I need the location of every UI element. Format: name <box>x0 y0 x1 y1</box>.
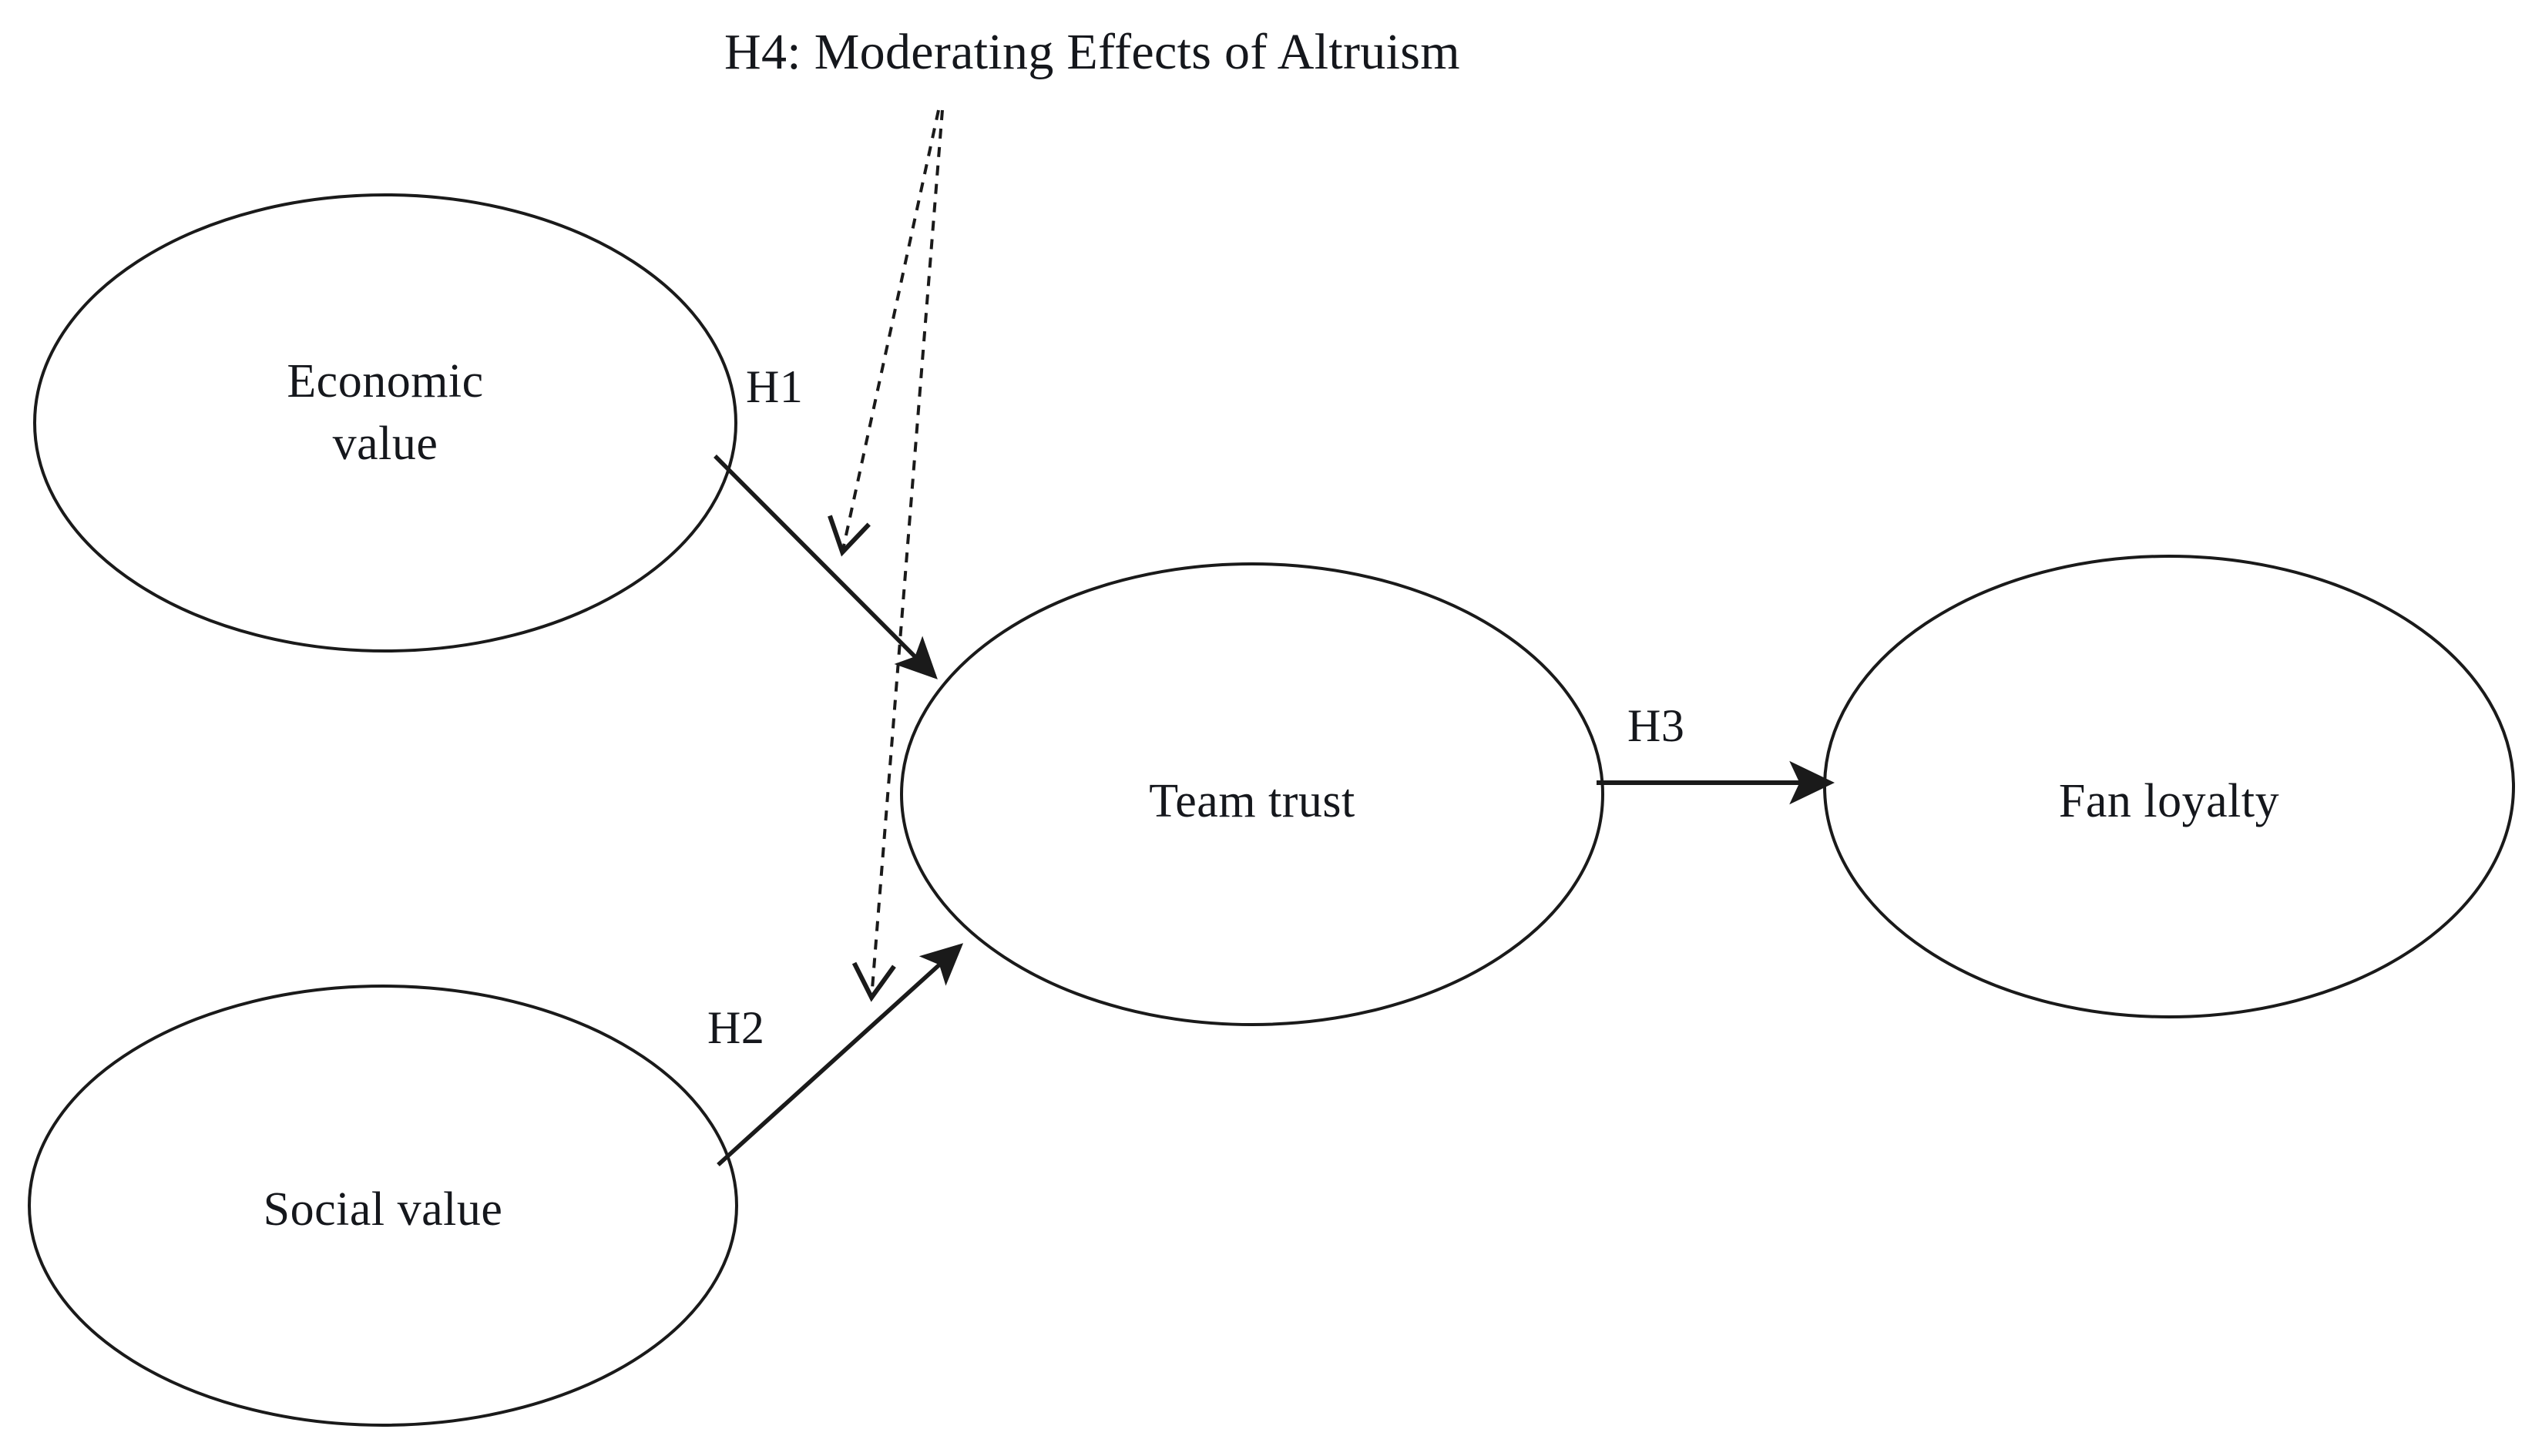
node-economic-value <box>33 193 737 653</box>
edge-h1 <box>714 455 938 679</box>
node-social-value <box>28 985 738 1427</box>
edge-h2 <box>717 943 964 1167</box>
edge-h4-to-h1 <box>828 109 940 557</box>
node-fan-loyalty <box>1823 555 2515 1018</box>
edge-label-h2: H2 <box>707 1002 765 1053</box>
edge-h4-to-h2 <box>851 109 944 1002</box>
node-team-trust <box>900 562 1604 1026</box>
edge-label-h1: H1 <box>746 361 804 412</box>
edge-label-h3: H3 <box>1627 700 1685 751</box>
diagram-title: H4: Moderating Effects of Altruism <box>724 24 1460 80</box>
